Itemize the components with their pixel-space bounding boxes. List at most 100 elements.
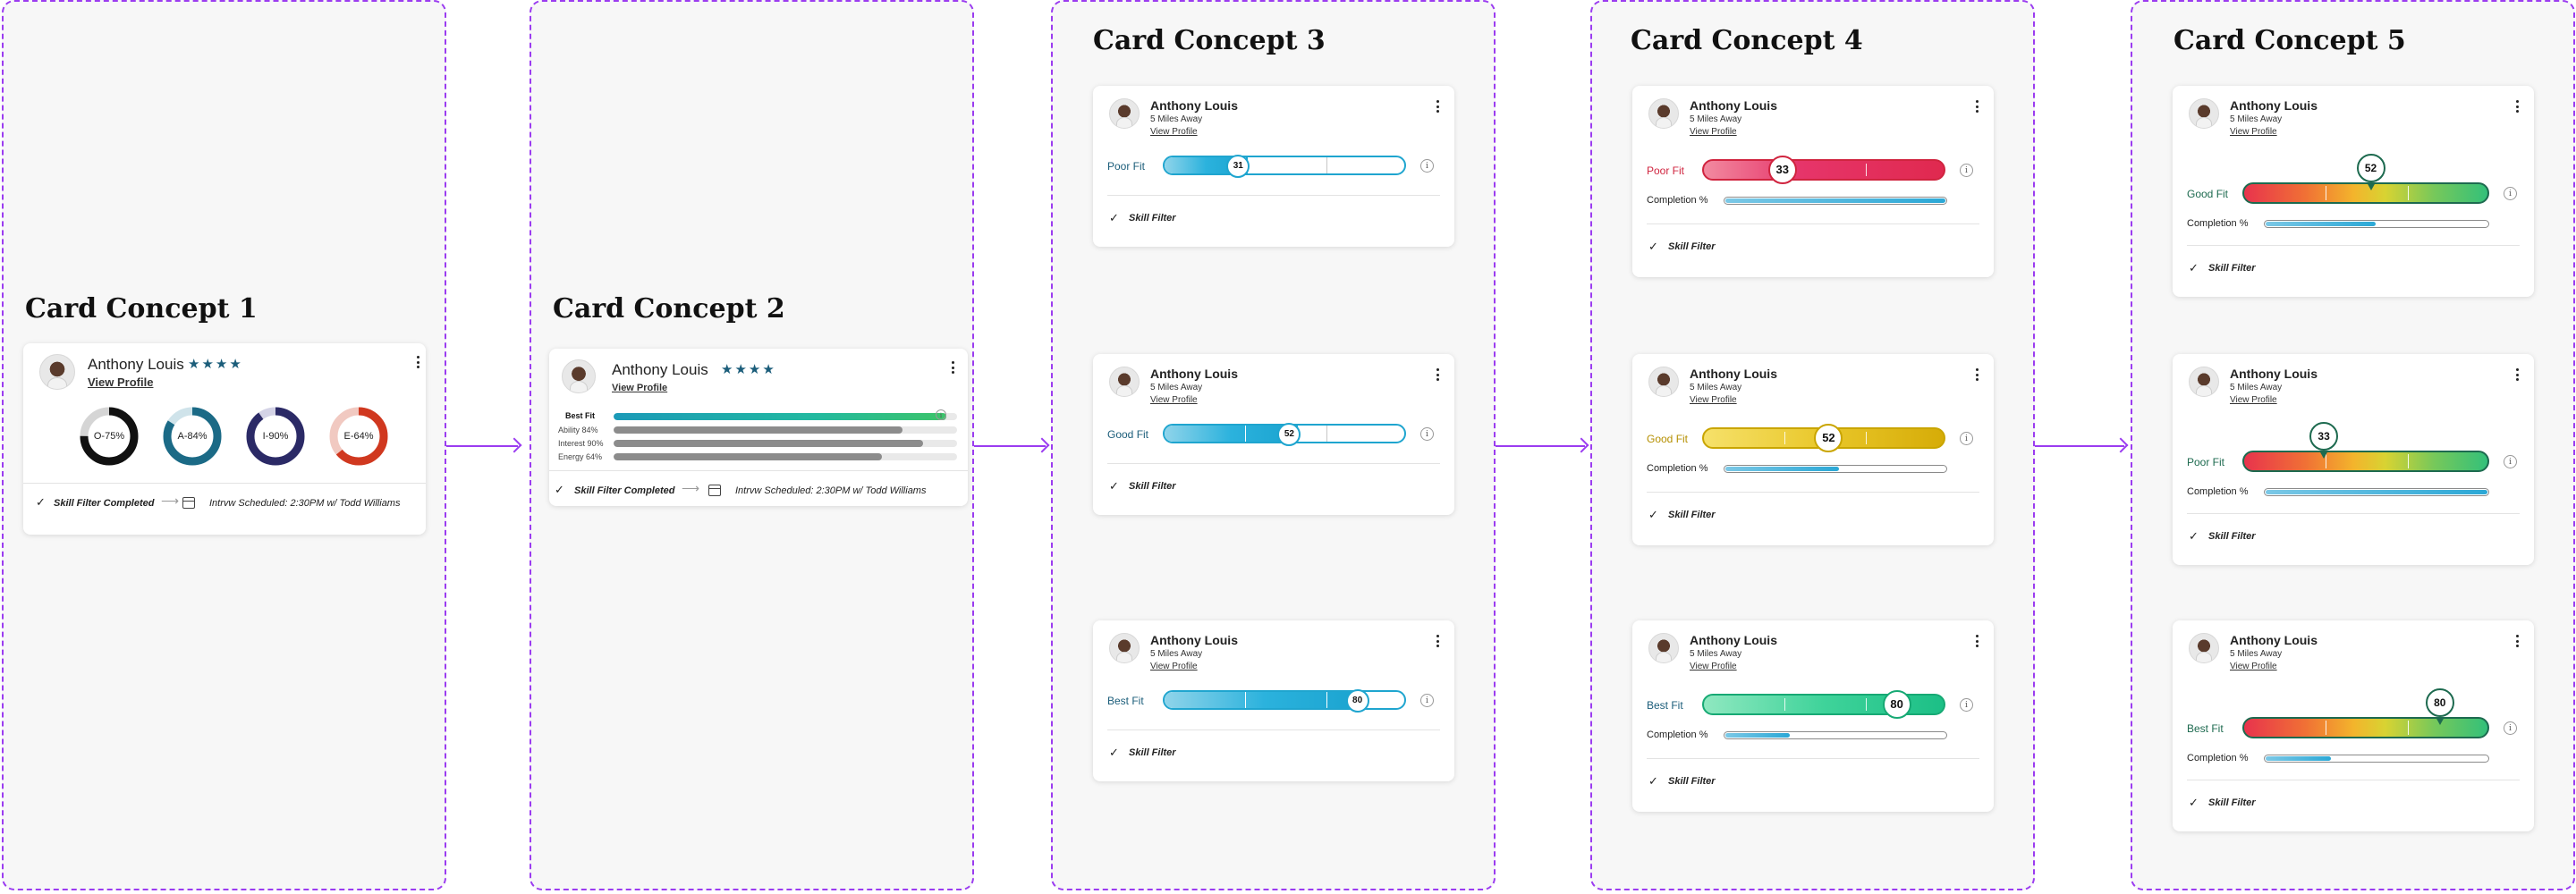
- distance-text: 5 Miles Away: [2230, 383, 2283, 392]
- skill-filter: Skill Filter: [1668, 241, 1716, 252]
- fit-score-pin[interactable]: 33: [2309, 422, 2339, 459]
- checkmark-icon: ✓: [36, 495, 46, 509]
- more-options-icon[interactable]: [417, 356, 420, 371]
- completion-label: Completion %: [1647, 463, 1708, 474]
- divider: [1107, 195, 1440, 196]
- fit-label: Poor Fit: [2187, 456, 2225, 468]
- fit-score-knob[interactable]: 80: [1882, 690, 1911, 719]
- ability-label: Ability 84%: [558, 426, 598, 434]
- view-profile-link[interactable]: View Profile: [2230, 395, 2277, 405]
- donut-arc: [163, 407, 222, 466]
- more-options-icon[interactable]: [2516, 100, 2520, 115]
- more-options-icon[interactable]: [1976, 368, 1979, 384]
- candidate-card[interactable]: Anthony Louis ★★★★ View Profile Best Fit…: [549, 349, 968, 506]
- fit-score-knob[interactable]: 52: [1814, 424, 1843, 452]
- more-options-icon[interactable]: [1976, 100, 1979, 115]
- distance-text: 5 Miles Away: [2230, 649, 2283, 659]
- panel-title-5: Card Concept 5: [2174, 25, 2406, 56]
- fit-score-bar: [1702, 159, 1945, 181]
- flow-arrow-2: [974, 445, 1046, 447]
- fit-score-knob[interactable]: 33: [1767, 156, 1797, 184]
- fit-label: Best Fit: [1107, 695, 1144, 707]
- checkmark-icon: ✓: [2189, 529, 2199, 543]
- donut-arc: [246, 407, 305, 466]
- info-icon[interactable]: i: [936, 409, 946, 420]
- divider: [2187, 513, 2520, 514]
- checkmark-icon: ✓: [1648, 774, 1658, 788]
- more-options-icon[interactable]: [1436, 635, 1440, 650]
- more-options-icon[interactable]: [952, 361, 955, 376]
- info-icon[interactable]: i: [1960, 164, 1973, 177]
- checkmark-icon: ✓: [1648, 508, 1658, 521]
- candidate-card[interactable]: Anthony Louis 5 Miles Away View Profile …: [1093, 620, 1454, 781]
- completion-bar: [2264, 488, 2489, 496]
- info-icon[interactable]: i: [1420, 159, 1434, 173]
- more-options-icon[interactable]: [1976, 635, 1979, 650]
- candidate-card[interactable]: Anthony Louis ★★★★ View Profile O-75% A-…: [23, 343, 426, 535]
- more-options-icon[interactable]: [2516, 368, 2520, 384]
- divider: [2187, 245, 2520, 246]
- view-profile-link[interactable]: View Profile: [1150, 395, 1198, 405]
- candidate-name: Anthony Louis: [1150, 633, 1238, 647]
- view-profile-link[interactable]: View Profile: [1150, 662, 1198, 671]
- view-profile-link[interactable]: View Profile: [88, 375, 154, 389]
- candidate-card[interactable]: Anthony Louis 5 Miles Away View Profile …: [2173, 86, 2534, 297]
- view-profile-link[interactable]: View Profile: [1690, 395, 1737, 405]
- completion-label: Completion %: [2187, 486, 2249, 497]
- checkmark-icon: ✓: [2189, 796, 2199, 809]
- fit-label: Best Fit: [2187, 722, 2224, 735]
- more-options-icon[interactable]: [1436, 100, 1440, 115]
- donut-arc: [80, 407, 139, 466]
- distance-text: 5 Miles Away: [1150, 649, 1203, 659]
- avatar: [1109, 633, 1140, 663]
- candidate-name: Anthony Louis: [1690, 367, 1777, 381]
- candidate-card[interactable]: Anthony Louis 5 Miles Away View Profile …: [1093, 86, 1454, 247]
- info-icon[interactable]: i: [1420, 694, 1434, 707]
- info-icon[interactable]: i: [1960, 432, 1973, 445]
- candidate-card[interactable]: Anthony Louis 5 Miles Away View Profile …: [1632, 354, 1994, 545]
- candidate-card[interactable]: Anthony Louis 5 Miles Away View Profile …: [1632, 86, 1994, 277]
- info-icon[interactable]: i: [2504, 455, 2517, 468]
- view-profile-link[interactable]: View Profile: [612, 383, 668, 393]
- best-fit-label: Best Fit: [565, 411, 596, 420]
- avatar: [562, 359, 596, 393]
- more-options-icon[interactable]: [2516, 635, 2520, 650]
- completion-label: Completion %: [2187, 753, 2249, 763]
- info-icon[interactable]: i: [1420, 427, 1434, 441]
- candidate-name: Anthony Louis: [2230, 633, 2318, 647]
- completion-bar: [2264, 755, 2489, 763]
- info-icon[interactable]: i: [2504, 187, 2517, 200]
- candidate-card[interactable]: Anthony Louis 5 Miles Away View Profile …: [2173, 354, 2534, 565]
- view-profile-link[interactable]: View Profile: [2230, 662, 2277, 671]
- skill-filter: Skill Filter: [1668, 776, 1716, 787]
- info-icon[interactable]: i: [1960, 698, 1973, 712]
- info-icon[interactable]: i: [2504, 721, 2517, 735]
- view-profile-link[interactable]: View Profile: [1150, 127, 1198, 137]
- fit-label: Poor Fit: [1107, 160, 1146, 173]
- distance-text: 5 Miles Away: [1690, 114, 1742, 124]
- skill-filter: Skill Filter: [1668, 510, 1716, 520]
- candidate-name: Anthony Louis: [1150, 98, 1238, 113]
- view-profile-link[interactable]: View Profile: [1690, 662, 1737, 671]
- divider: [549, 470, 968, 471]
- fit-label: Poor Fit: [1647, 164, 1685, 177]
- candidate-card[interactable]: Anthony Louis 5 Miles Away View Profile …: [1632, 620, 1994, 812]
- skill-filter: Skill Filter: [2208, 797, 2256, 808]
- skill-filter-completed: Skill Filter Completed: [574, 485, 675, 496]
- distance-text: 5 Miles Away: [1690, 383, 1742, 392]
- avatar: [1109, 367, 1140, 397]
- candidate-card[interactable]: Anthony Louis 5 Miles Away View Profile …: [1093, 354, 1454, 515]
- view-profile-link[interactable]: View Profile: [1690, 127, 1737, 137]
- fit-label: Good Fit: [2187, 188, 2229, 200]
- distance-text: 5 Miles Away: [1150, 114, 1203, 124]
- more-options-icon[interactable]: [1436, 368, 1440, 384]
- fit-score-pin[interactable]: 52: [2356, 154, 2385, 190]
- checkmark-icon: ✓: [555, 483, 564, 496]
- fit-score-knob[interactable]: 80: [1345, 689, 1369, 713]
- candidate-card[interactable]: Anthony Louis 5 Miles Away View Profile …: [2173, 620, 2534, 831]
- fit-score-pin[interactable]: 80: [2425, 688, 2454, 725]
- fit-score-knob[interactable]: 31: [1226, 155, 1250, 178]
- view-profile-link[interactable]: View Profile: [2230, 127, 2277, 137]
- fit-score-knob[interactable]: 52: [1277, 423, 1301, 446]
- skill-filter: Skill Filter: [2208, 531, 2256, 542]
